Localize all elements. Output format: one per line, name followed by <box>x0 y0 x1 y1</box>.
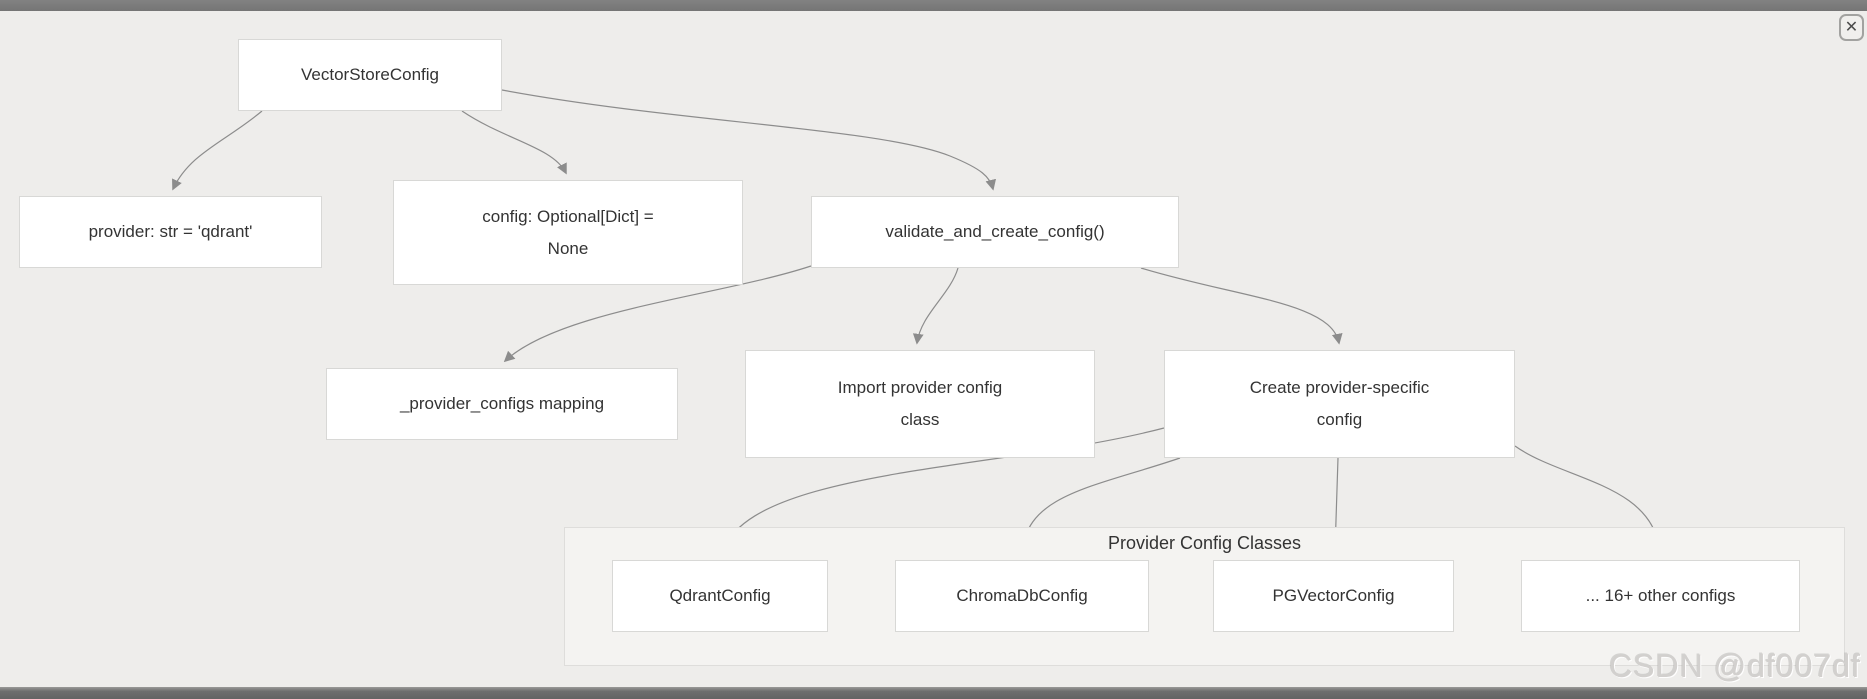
edge-validate-import <box>912 267 959 345</box>
node-mapping: _provider_configs mapping <box>326 368 678 440</box>
close-icon: ✕ <box>1844 18 1859 36</box>
node-pgvector: PGVectorConfig <box>1213 560 1454 632</box>
node-config: config: Optional[Dict] = None <box>393 180 743 285</box>
node-root: VectorStoreConfig <box>238 39 502 111</box>
node-chroma: ChromaDbConfig <box>895 560 1149 632</box>
window-bottom-bar <box>0 687 1867 699</box>
edge-root-provider <box>172 110 263 191</box>
close-button[interactable]: ✕ <box>1839 14 1864 41</box>
window-top-bar <box>0 0 1867 11</box>
node-provider: provider: str = 'qdrant' <box>19 196 322 268</box>
node-qdrant: QdrantConfig <box>612 560 828 632</box>
edge-root-config <box>461 110 567 175</box>
subgraph-label: Provider Config Classes <box>1107 533 1302 553</box>
node-others: ... 16+ other configs <box>1521 560 1800 632</box>
node-import: Import provider config class <box>745 350 1095 458</box>
edge-root-validate <box>501 89 997 191</box>
node-validate: validate_and_create_config() <box>811 196 1179 268</box>
node-create: Create provider-specific config <box>1164 350 1515 458</box>
edge-validate-create <box>1140 267 1343 345</box>
